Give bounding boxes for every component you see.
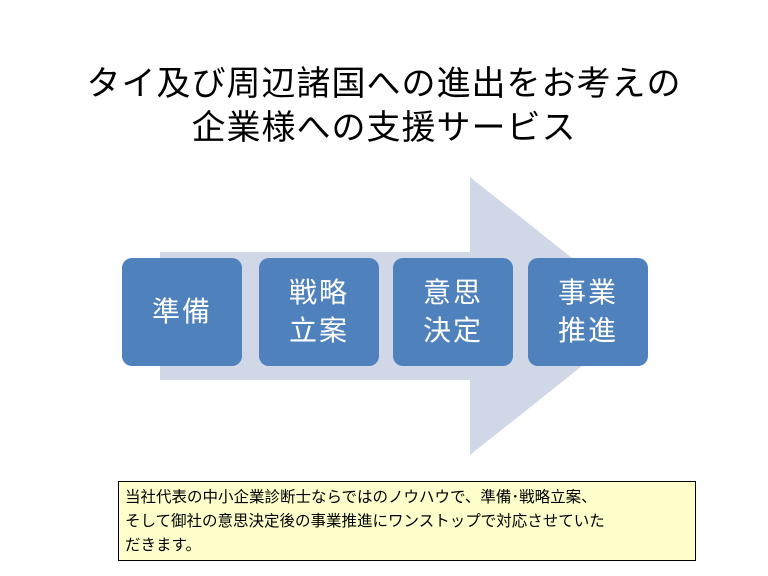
step-box-1: 準備 <box>122 258 242 366</box>
note-line-3: だきます。 <box>125 536 201 554</box>
step-1-line-1: 準備 <box>151 295 212 328</box>
title-line-1: タイ及び周辺諸国への進出をお考えの <box>86 64 682 104</box>
note-line-1: 当社代表の中小企業診断士ならではのノウハウで、準備･戦略立案、 <box>125 488 597 506</box>
slide-title: タイ及び周辺諸国への進出をお考えの 企業様への支援サービス <box>0 62 768 150</box>
step-4-line-2: 推進 <box>557 314 618 347</box>
step-box-4: 事業 推進 <box>528 258 648 366</box>
step-box-3: 意思 決定 <box>393 258 513 366</box>
step-2-line-1: 戦略 <box>288 276 349 309</box>
step-4-line-1: 事業 <box>557 276 618 309</box>
description-note: 当社代表の中小企業診断士ならではのノウハウで、準備･戦略立案、 そして御社の意思… <box>118 481 696 561</box>
step-3-line-2: 決定 <box>422 314 483 347</box>
step-3-line-1: 意思 <box>422 276 483 309</box>
note-line-2: そして御社の意思決定後の事業推進にワンストップで対応させていた <box>125 512 605 530</box>
title-line-2: 企業様への支援サービス <box>191 108 577 148</box>
step-box-2: 戦略 立案 <box>259 258 379 366</box>
step-2-line-2: 立案 <box>288 314 349 347</box>
